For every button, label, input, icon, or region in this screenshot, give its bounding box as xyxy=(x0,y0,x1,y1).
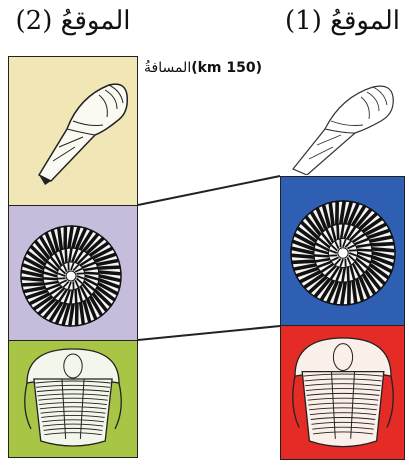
trilobite-icon xyxy=(9,341,138,458)
ammonite-icon xyxy=(281,177,405,326)
correlation-line-upper xyxy=(138,176,280,205)
site2-layer-ammonite xyxy=(8,205,138,341)
site2-layer-gastropod xyxy=(8,56,138,206)
ammonite-icon xyxy=(9,206,138,341)
correlation-line-lower xyxy=(138,326,280,340)
trilobite-icon xyxy=(281,326,405,460)
gastropod-shell-icon xyxy=(9,57,138,206)
site2-layer-trilobite xyxy=(8,340,138,458)
gastropod-shell-icon xyxy=(281,77,405,176)
site1-layer-gastropod xyxy=(280,76,405,176)
site1-layer-ammonite xyxy=(280,176,405,326)
site1-layer-trilobite xyxy=(280,325,405,460)
